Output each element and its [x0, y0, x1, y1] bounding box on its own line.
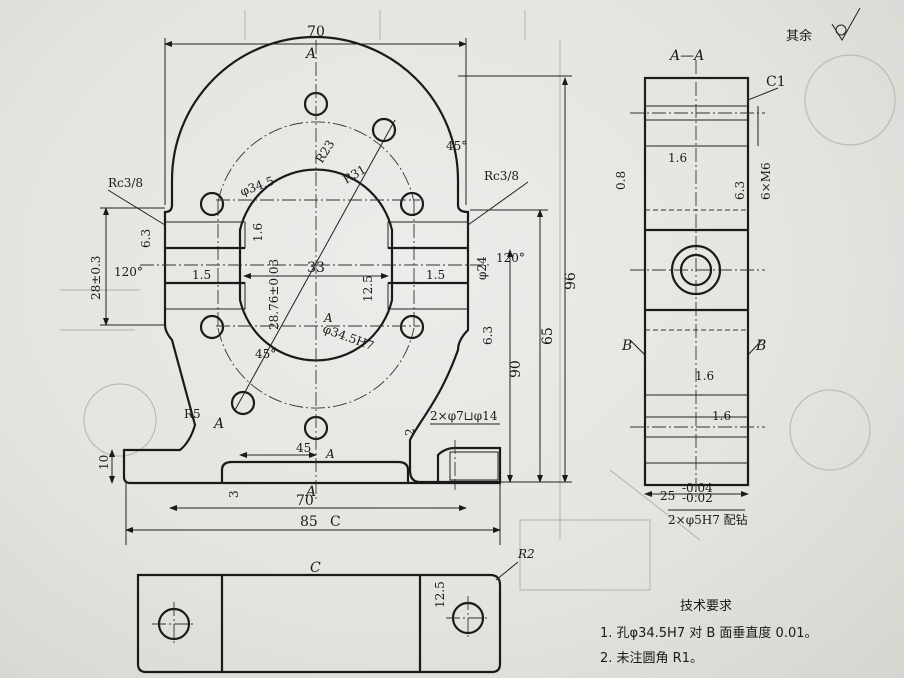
- rest-roughness-symbol: 其余: [786, 7, 861, 44]
- roughness-12-5-a: 12.5: [361, 275, 375, 302]
- dim-96: 96: [563, 272, 579, 290]
- dim-45-low: 45°: [255, 347, 276, 361]
- dim-90: 90: [508, 360, 524, 378]
- dim-phi24: φ24: [475, 256, 489, 280]
- dim-r31: R31: [341, 162, 369, 186]
- dim-65: 65: [540, 327, 556, 345]
- dim-45-top: 45°: [446, 139, 467, 153]
- notes-title: 技术要求: [680, 599, 732, 614]
- dim-view-c-ref: C: [330, 514, 341, 530]
- technical-notes: 技术要求 1. 孔φ34.5H7 对 B 面垂直度 0.01。 2. 未注圆角 …: [600, 599, 818, 666]
- section-aa-outline: [643, 76, 750, 487]
- dim-tol-25-lower: -0.02: [682, 491, 713, 505]
- roughness-0-8-left: 0.8: [614, 171, 628, 190]
- dim-r2: R2: [517, 547, 535, 561]
- view-c-title: C: [310, 560, 321, 576]
- dim-12-5-c: 12.5: [433, 581, 447, 608]
- dim-3: 3: [227, 490, 241, 498]
- dim-70-bottom: 70: [296, 493, 314, 509]
- notes-line-2: 2. 未注圆角 R1。: [600, 651, 703, 666]
- dim-28-76: 28.76±0.03: [267, 259, 281, 330]
- section-a-a: A—A C1 6×M6 25 -0.04 -0.02 2×φ5H7 配钻 B B: [614, 48, 786, 527]
- dim-85: 85: [300, 514, 318, 530]
- dim-6xm6: 6×M6: [759, 162, 773, 200]
- roughness-6-3-b: 6.3: [481, 326, 495, 345]
- dim-c1: C1: [766, 74, 786, 90]
- roughness-1-6-b: 1.6: [668, 151, 687, 165]
- dim-10: 10: [97, 455, 111, 470]
- dim-70-top: 70: [307, 24, 325, 40]
- dim-45-bottom: 45: [296, 441, 311, 455]
- section-aa-title: A—A: [668, 48, 704, 64]
- dim-1-5-left: 1.5: [192, 268, 211, 282]
- roughness-6-3-a: 6.3: [139, 229, 153, 248]
- dim-2: 2: [403, 428, 417, 436]
- label-rest: 其余: [786, 28, 812, 44]
- dim-holes-7-14: 2×φ7⊔φ14: [430, 409, 498, 423]
- background-ghost-lines: [60, 10, 896, 591]
- section-mark-a-left: A: [212, 416, 224, 432]
- dim-33: 33: [307, 260, 325, 276]
- front-dimensions: 70 96 65 90 28±0.3 10 3 2 33 1.5 1.5 28.…: [89, 24, 579, 545]
- datum-a-base: A: [325, 447, 335, 461]
- section-mark-b-right: B: [755, 338, 766, 354]
- dim-120-left: 120°: [114, 265, 143, 279]
- roughness-1-6-d: 1.6: [712, 409, 731, 423]
- dim-pin-holes: 2×φ5H7 配钻: [668, 512, 748, 527]
- dim-120-right: 120°: [496, 251, 525, 265]
- dim-28: 28±0.3: [89, 256, 103, 300]
- inner-bore: [238, 168, 394, 362]
- dim-1-5-right: 1.5: [426, 268, 445, 282]
- roughness-1-6-a: 1.6: [251, 223, 265, 242]
- datum-a-hole: A: [323, 311, 333, 325]
- dim-thickness-25: 25: [660, 489, 675, 503]
- notes-line-1: 1. 孔φ34.5H7 对 B 面垂直度 0.01。: [600, 625, 818, 641]
- front-outer-contour: [122, 35, 502, 485]
- roughness-6-3-c: 6.3: [733, 181, 747, 200]
- dim-rc-left: Rc3/8: [108, 176, 143, 190]
- dim-r5: R5: [184, 407, 201, 421]
- section-mark-a-top: A: [304, 46, 316, 62]
- view-c-outline: [136, 573, 502, 674]
- section-mark-a-bottom: A: [304, 484, 316, 500]
- section-mark-b-left: B: [621, 338, 632, 354]
- dim-rc-right: Rc3/8: [484, 169, 519, 183]
- roughness-1-6-c: 1.6: [695, 369, 714, 383]
- front-view: [122, 35, 502, 500]
- view-c: C 12.5 R2: [136, 547, 535, 674]
